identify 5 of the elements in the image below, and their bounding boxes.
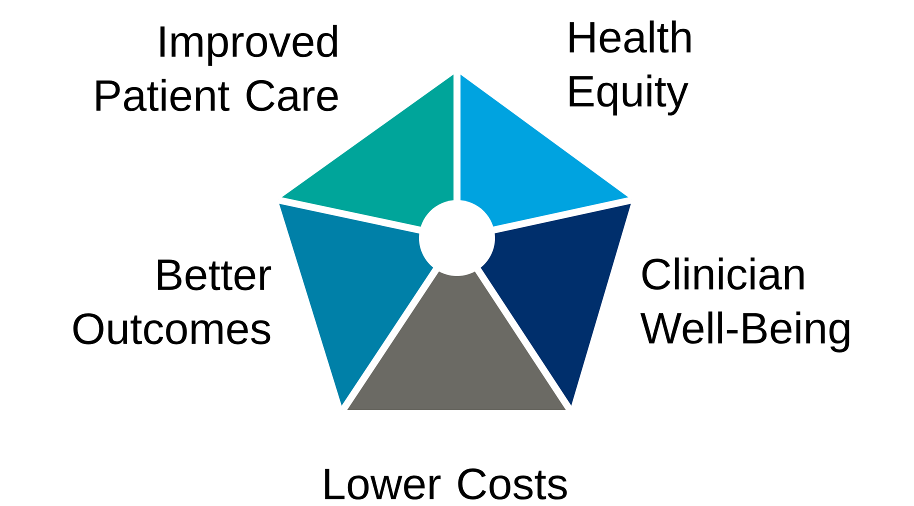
segment-label: Lower Costs (325, 468, 567, 500)
segment-label: Better Outcomes (73, 260, 272, 344)
segment-label: Clinician Well-Being (640, 257, 850, 352)
segment-label: Improved Patient Care (96, 24, 338, 112)
segment-label: Health Equity (570, 20, 690, 116)
